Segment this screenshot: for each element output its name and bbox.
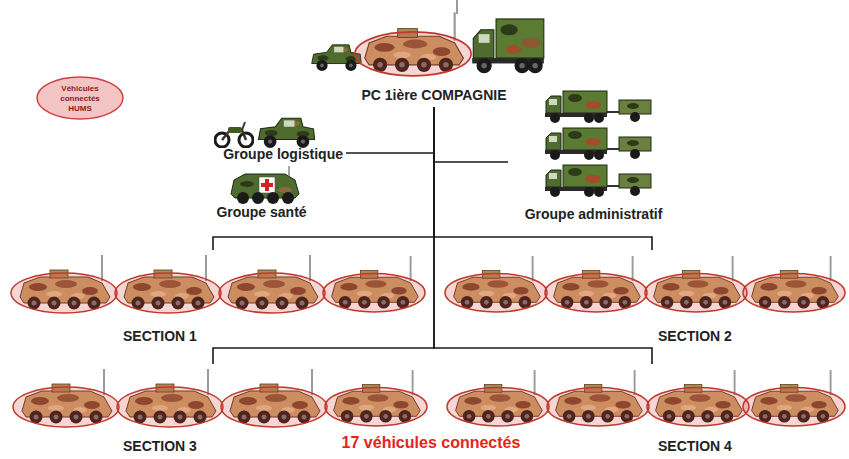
node-label: SECTION 1 (123, 328, 197, 344)
group-node: Groupe santé (205, 162, 318, 222)
legend-swatch (37, 77, 123, 119)
command-post: PC 1ière COMPAGNIE (305, 5, 563, 107)
node-label: Groupe logistique (188, 146, 346, 162)
legend-label: Véhicules connectés HUMS (36, 76, 124, 114)
section-node: SECTION 2 (442, 250, 845, 347)
node-label: SECTION 3 (123, 438, 197, 454)
summary-note: 17 véhicules connectés (300, 434, 562, 452)
hierarchy-connector (213, 107, 434, 250)
legend-entry: Véhicules connectés HUMS (36, 76, 124, 120)
hierarchy-connector (346, 107, 434, 153)
node-label: Groupe santé (205, 204, 318, 220)
node-label: SECTION 4 (658, 438, 732, 454)
node-label: PC 1ière COMPAGNIE (305, 87, 563, 103)
section-node: SECTION 1 (8, 250, 426, 347)
node-label: Groupe administratif (508, 206, 679, 222)
hierarchy-connector (213, 107, 434, 364)
hierarchy-connector (434, 107, 652, 250)
hierarchy-connector (434, 107, 508, 162)
group-node: Groupe logistique (188, 112, 346, 164)
node-label: SECTION 2 (658, 328, 732, 344)
group-node: Groupe administratif (508, 84, 679, 226)
hierarchy-connector (434, 107, 652, 364)
